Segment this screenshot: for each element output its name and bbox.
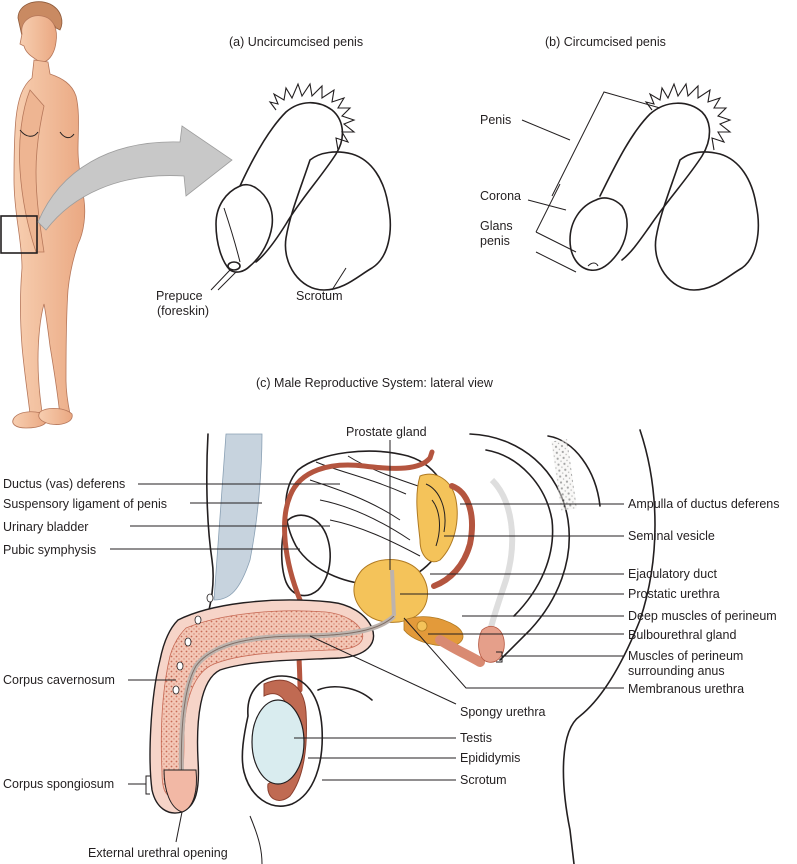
label-muscles-perineum: Muscles of perineum <box>628 649 743 663</box>
label-external-urethral-opening: External urethral opening <box>88 846 228 860</box>
label-spongy-urethra: Spongy urethra <box>460 705 546 719</box>
standing-male-figure <box>12 1 86 429</box>
label-foreskin: (foreskin) <box>157 304 209 318</box>
label-pubic-symphysis: Pubic symphysis <box>3 543 96 557</box>
label-glans-penis: penis <box>480 234 510 248</box>
lateral-view-drawing <box>145 429 656 864</box>
label-corpus-cavernosum: Corpus cavernosum <box>3 673 115 687</box>
leader-lines <box>110 440 624 843</box>
label-prostatic-urethra: Prostatic urethra <box>628 587 720 601</box>
label-scrotum-a: Scrotum <box>296 289 343 303</box>
panel-a-title: (a) Uncircumcised penis <box>229 35 363 49</box>
label-prostate: Prostate gland <box>346 425 427 439</box>
label-penis: Penis <box>480 113 511 127</box>
panel-b-title: (b) Circumcised penis <box>545 35 666 49</box>
label-ampulla: Ampulla of ductus deferens <box>628 497 779 511</box>
uncircumcised-penis-drawing <box>215 82 392 291</box>
region-box <box>0 215 38 254</box>
label-epididymis: Epididymis <box>460 751 520 765</box>
label-scrotum-c: Scrotum <box>460 773 507 787</box>
label-urinary-bladder: Urinary bladder <box>3 520 88 534</box>
label-deep-muscles: Deep muscles of perineum <box>628 609 777 623</box>
label-testis: Testis <box>460 731 492 745</box>
panel-c-title: (c) Male Reproductive System: lateral vi… <box>256 376 494 390</box>
label-suspensory-ligament: Suspensory ligament of penis <box>3 497 167 511</box>
label-prepuce: Prepuce <box>156 289 203 303</box>
label-ejaculatory-duct: Ejaculatory duct <box>628 567 717 581</box>
circumcised-penis-drawing <box>569 82 760 291</box>
label-surrounding-anus: surrounding anus <box>628 664 725 678</box>
label-membranous-urethra: Membranous urethra <box>628 682 744 696</box>
label-corona: Corona <box>480 189 521 203</box>
magnify-arrow <box>37 125 233 231</box>
label-corpus-spongiosum: Corpus spongiosum <box>3 777 114 791</box>
label-glans: Glans <box>480 219 513 233</box>
label-ductus-deferens: Ductus (vas) deferens <box>3 477 125 491</box>
label-bulbourethral: Bulbourethral gland <box>628 628 736 642</box>
label-seminal-vesicle: Seminal vesicle <box>628 529 715 543</box>
